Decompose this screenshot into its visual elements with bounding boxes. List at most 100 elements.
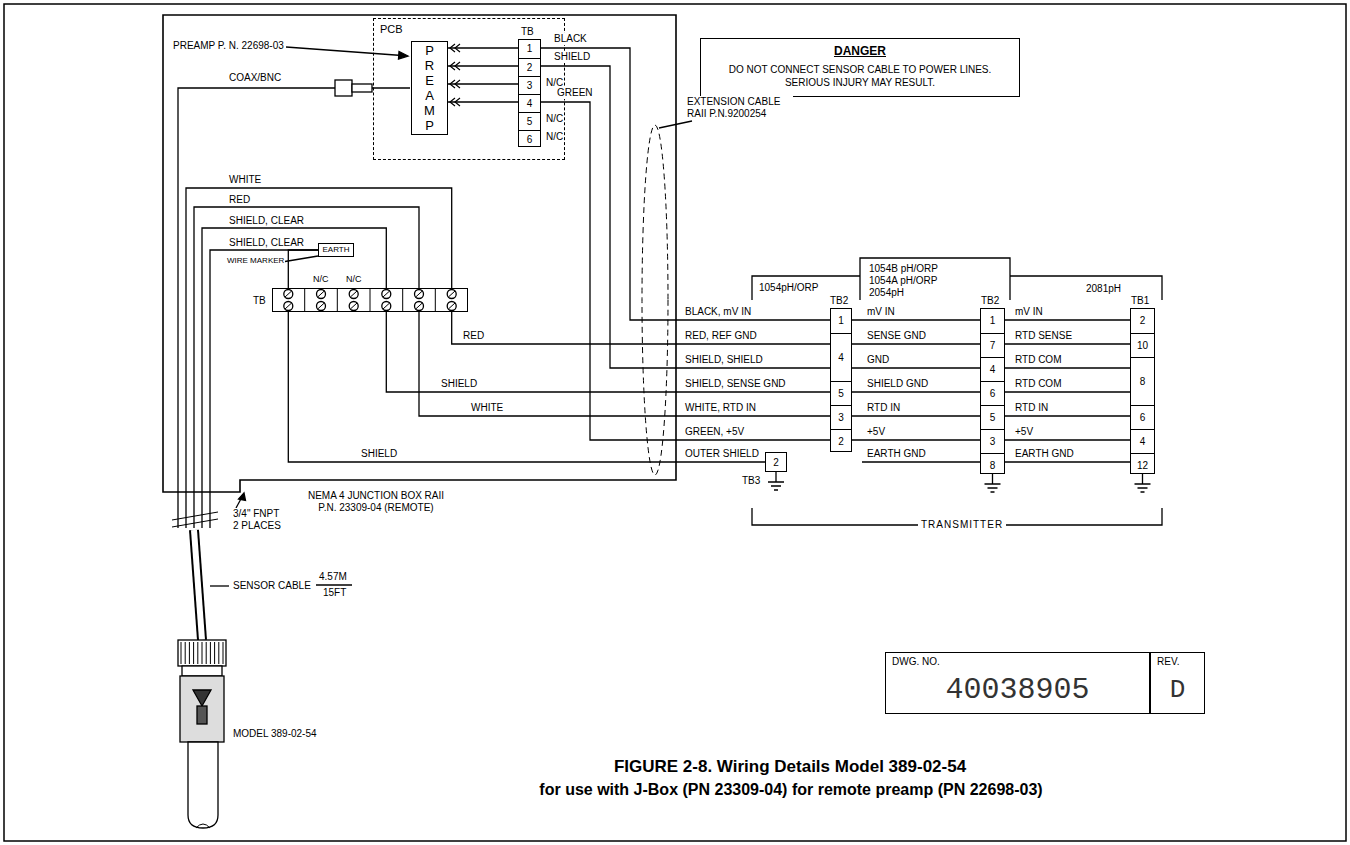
knurling <box>206 642 207 664</box>
wire-label: GREEN, +5V <box>684 426 745 438</box>
block-label: 1054B pH/ORP 1054A pH/ORP 2054pH <box>869 263 949 299</box>
block-label: TB2 <box>981 295 999 307</box>
terminal-number: 2 <box>766 453 786 473</box>
block-label: TB1 <box>1131 295 1149 307</box>
sensor-wire <box>202 228 386 528</box>
sensor-body <box>188 742 218 828</box>
wire-label: COAX/BNC <box>228 72 282 84</box>
terminal-block: TB123456 <box>518 39 541 147</box>
terminal-number: 4 <box>831 333 851 381</box>
signal-name: +5V <box>1014 426 1034 438</box>
dimension: 15FT <box>322 587 347 599</box>
wire <box>386 312 830 392</box>
group-label: TRANSMITTER <box>918 519 1006 531</box>
terminal-number: 6 <box>519 130 540 148</box>
coax-cable <box>178 80 410 528</box>
wire-label: BLACK <box>553 33 588 45</box>
wire <box>448 83 518 84</box>
signal-name: SENSE GND <box>866 330 927 342</box>
block-label: DWG. NO. <box>892 656 940 668</box>
signal-name: mV IN <box>866 306 896 318</box>
block-label: TB3 <box>742 475 760 487</box>
sensor-body <box>178 640 226 666</box>
transmitter-frame <box>852 320 980 462</box>
connector-head <box>455 98 460 106</box>
note: WIRE MARKER <box>226 256 285 266</box>
wire <box>419 312 830 416</box>
terminal-number: 3 <box>831 405 851 429</box>
terminal-number: 1 <box>831 309 851 333</box>
terminal-strip: 1054pH/ORPTB214532 <box>830 308 852 452</box>
connector-head <box>455 80 460 88</box>
block-label: TB <box>253 295 266 307</box>
wire-label: SHIELD <box>440 378 478 390</box>
block-label: EARTH <box>319 245 353 255</box>
terminal-number: 2 <box>831 429 851 453</box>
wire <box>541 66 830 368</box>
signal-name: RTD IN <box>866 402 901 414</box>
leader-line <box>210 47 692 586</box>
terminal-number: 5 <box>981 405 1004 429</box>
part-number: PREAMP P. N. 22698-03 <box>172 40 285 52</box>
terminal-number: 4 <box>519 94 540 112</box>
pin-label: N/C <box>345 274 363 285</box>
leader-line <box>210 585 229 586</box>
terminal-number: 5 <box>831 381 851 405</box>
wire-label: WHITE, RTD IN <box>684 402 757 414</box>
knurling <box>223 642 224 664</box>
pin-label: N/C <box>545 131 564 143</box>
terminal-strip: 2081pHTB121086412 <box>1130 308 1155 474</box>
sensor-cable <box>194 530 202 640</box>
wire-marker: EARTH <box>318 243 354 257</box>
sensor-body <box>181 642 223 664</box>
block-label: 2081pH <box>1086 283 1121 295</box>
wire-label: SHIELD, CLEAR <box>228 215 305 227</box>
wire-label: SHIELD <box>360 448 398 460</box>
terminal-number: 3 <box>519 76 540 94</box>
terminal-number: 6 <box>1131 405 1154 429</box>
knurling <box>197 642 198 664</box>
wire-label: WHITE <box>228 174 262 186</box>
knurling <box>202 642 203 664</box>
transmitter-frame <box>1005 320 1130 462</box>
leader-line <box>316 584 352 585</box>
ground-symbol <box>768 472 1151 492</box>
wire <box>452 312 830 344</box>
signal-name: GND <box>866 354 890 366</box>
leader-line <box>659 121 692 128</box>
knurling <box>193 642 194 664</box>
knurling <box>189 642 190 664</box>
signal-name: EARTH GND <box>1014 448 1075 460</box>
terminal-number: 8 <box>1131 357 1154 405</box>
ground-symbol <box>768 472 784 490</box>
wire-label: RED <box>462 330 485 342</box>
sensor-wire <box>186 188 452 528</box>
model-label: MODEL 389-02-54 <box>232 728 318 740</box>
wire-label: OUTER SHIELD <box>684 448 760 460</box>
wire-label: WHITE <box>470 402 504 414</box>
ground-symbol <box>1135 474 1151 492</box>
drawing-number: D <box>1151 675 1204 705</box>
wire-label: RED, REF GND <box>684 330 758 342</box>
figure-caption: FIGURE 2-8. Wiring Details Model 389-02-… <box>440 756 1140 777</box>
terminal-number: 4 <box>1131 429 1154 453</box>
signal-name: RTD SENSE <box>1014 330 1073 342</box>
terminal-number: 12 <box>1131 453 1154 477</box>
wire <box>541 102 830 440</box>
terminal-screw <box>284 288 456 312</box>
part-number: NEMA 4 JUNCTION BOX RAII P.N. 23309-04 (… <box>305 490 447 514</box>
wire-label: SHIELD, SHIELD <box>684 354 764 366</box>
block-label: 1054pH/ORP <box>759 282 818 294</box>
sensor-body <box>178 640 226 828</box>
terminal-number: 2 <box>519 58 540 76</box>
terminal-number: 1 <box>981 309 1004 333</box>
sensor-cable <box>172 512 218 640</box>
sensor-wire <box>210 250 318 528</box>
knurling <box>214 642 215 664</box>
knurling <box>181 642 182 664</box>
signal-name: mV IN <box>1014 306 1044 318</box>
coax-cable <box>372 87 410 88</box>
extension-cable-outline <box>642 125 668 475</box>
